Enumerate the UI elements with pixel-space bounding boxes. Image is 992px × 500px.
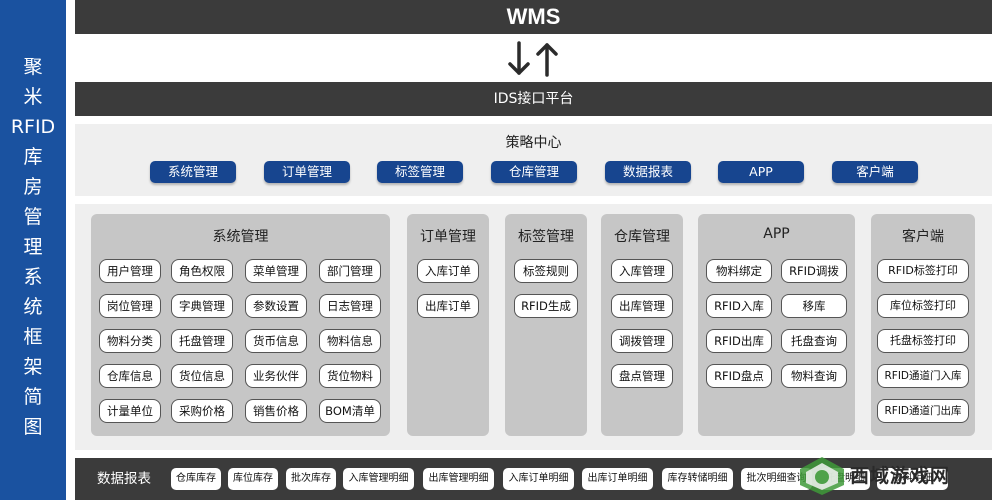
module-item: 仓库信息 <box>99 364 161 388</box>
module-item: 标签规则 <box>514 259 578 283</box>
module-item: 移库 <box>781 294 847 318</box>
module-item: RFID调拨 <box>781 259 847 283</box>
strategy-center: 策略中心 系统管理 订单管理 标签管理 仓库管理 数据报表 APP 客户端 <box>75 124 992 196</box>
module-title: 客户端 <box>902 229 944 245</box>
watermark-logo-icon <box>800 457 844 495</box>
strategy-pill-system: 系统管理 <box>150 161 236 183</box>
module-item: 岗位管理 <box>99 294 161 318</box>
module-item: 出库管理 <box>611 294 673 318</box>
module-app: APP 物料绑定 RFID调拨 RFID入库 移库 RFID出库 托盘查询 RF… <box>698 214 855 436</box>
ids-bar: IDS接口平台 <box>75 82 992 116</box>
report-item: 物料明细 <box>877 468 948 490</box>
strategy-pill-warehouse: 仓库管理 <box>491 161 577 183</box>
module-item: 物料信息 <box>319 329 381 353</box>
module-item: 用户管理 <box>99 259 161 283</box>
side-title-char: 框 <box>23 326 43 348</box>
module-title: 仓库管理 <box>614 229 670 245</box>
module-item: 出库订单 <box>417 294 479 318</box>
module-title: 订单管理 <box>420 229 476 245</box>
module-item: 托盘管理 <box>171 329 233 353</box>
module-item: RFID入库 <box>706 294 772 318</box>
side-title-char: 米 <box>23 86 43 108</box>
module-item: 货币信息 <box>245 329 307 353</box>
watermark-text: 西域游戏网 <box>850 465 951 487</box>
module-item: 角色权限 <box>171 259 233 283</box>
module-item: 入库订单 <box>417 259 479 283</box>
module-item: 托盘标签打印 <box>877 329 969 353</box>
strategy-pill-app: APP <box>718 161 804 183</box>
module-item: 业务伙伴 <box>245 364 307 388</box>
module-item: 销售价格 <box>245 399 307 423</box>
report-item: 仓库库存 <box>171 468 221 490</box>
report-item: 入库管理明细 <box>343 468 414 490</box>
report-item: 库位库存 <box>228 468 278 490</box>
strategy-pill-client: 客户端 <box>832 161 918 183</box>
wms-bar: WMS <box>75 0 992 34</box>
report-bar-label: 数据报表 <box>97 471 151 487</box>
module-item: 入库管理 <box>611 259 673 283</box>
side-title-char: 简 <box>23 386 43 408</box>
side-title-char: 理 <box>23 236 43 258</box>
module-item: 物料查询 <box>781 364 847 388</box>
side-title-char: 架 <box>23 356 43 378</box>
module-item: 日志管理 <box>319 294 381 318</box>
strategy-title: 策略中心 <box>505 135 562 151</box>
side-title-char: 管 <box>23 206 43 228</box>
strategy-pill-report: 数据报表 <box>605 161 691 183</box>
module-item: 计量单位 <box>99 399 161 423</box>
module-item: RFID生成 <box>514 294 578 318</box>
side-title-char: 聚 <box>23 56 43 78</box>
module-system: 系统管理 用户管理 角色权限 菜单管理 部门管理 岗位管理 字典管理 参数设置 … <box>91 214 390 436</box>
module-title: 标签管理 <box>518 229 574 245</box>
side-title-char: 库 <box>23 146 43 168</box>
module-item: 菜单管理 <box>245 259 307 283</box>
module-title: APP <box>763 226 790 242</box>
modules-area: 系统管理 用户管理 角色权限 菜单管理 部门管理 岗位管理 字典管理 参数设置 … <box>75 204 992 450</box>
module-title: 系统管理 <box>212 229 269 245</box>
side-divider <box>66 0 75 500</box>
module-item: 字典管理 <box>171 294 233 318</box>
module-item: 物料分类 <box>99 329 161 353</box>
module-item: 物料绑定 <box>706 259 772 283</box>
strategy-pill-order: 订单管理 <box>264 161 350 183</box>
report-item: 出库订单明细 <box>582 468 653 490</box>
side-title-char: RFID <box>10 116 56 138</box>
module-label: 标签管理 标签规则 RFID生成 <box>505 214 587 436</box>
module-item: RFID标签打印 <box>877 259 969 283</box>
module-item: RFID通道门出库 <box>877 399 969 423</box>
side-title-char: 房 <box>23 176 43 198</box>
side-title-char: 统 <box>23 296 43 318</box>
module-item: 托盘查询 <box>781 329 847 353</box>
report-item: 入库订单明细 <box>503 468 574 490</box>
report-item: 出库管理明细 <box>423 468 494 490</box>
module-item: 货位信息 <box>171 364 233 388</box>
report-item: 批次库存 <box>286 468 336 490</box>
module-item: 采购价格 <box>171 399 233 423</box>
module-warehouse: 仓库管理 入库管理 出库管理 调拨管理 盘点管理 <box>601 214 683 436</box>
side-title-char: 系 <box>23 266 43 288</box>
module-item: 货位物料 <box>319 364 381 388</box>
module-item: 库位标签打印 <box>877 294 969 318</box>
module-client: 客户端 RFID标签打印 库位标签打印 托盘标签打印 RFID通道门入库 RFI… <box>871 214 975 436</box>
module-item: BOM清单 <box>319 399 381 423</box>
side-title: 聚 米 RFID 库 房 管 理 系 统 框 架 简 图 <box>0 52 66 442</box>
module-item: RFID盘点 <box>706 364 772 388</box>
report-item: 批次明细查询 <box>741 468 812 490</box>
module-item: 盘点管理 <box>611 364 673 388</box>
module-item: 调拨管理 <box>611 329 673 353</box>
strategy-pill-label: 标签管理 <box>377 161 463 183</box>
side-banner: 聚 米 RFID 库 房 管 理 系 统 框 架 简 图 <box>0 0 66 500</box>
module-item: RFID通道门入库 <box>877 364 969 388</box>
module-item: RFID出库 <box>706 329 772 353</box>
watermark: 西域游戏网 <box>796 452 992 500</box>
side-title-char: 图 <box>23 416 43 438</box>
module-item: 参数设置 <box>245 294 307 318</box>
module-order: 订单管理 入库订单 出库订单 <box>407 214 489 436</box>
updown-arrows-icon <box>508 41 558 77</box>
report-item: 库存转储明细 <box>662 468 733 490</box>
module-item: 部门管理 <box>319 259 381 283</box>
